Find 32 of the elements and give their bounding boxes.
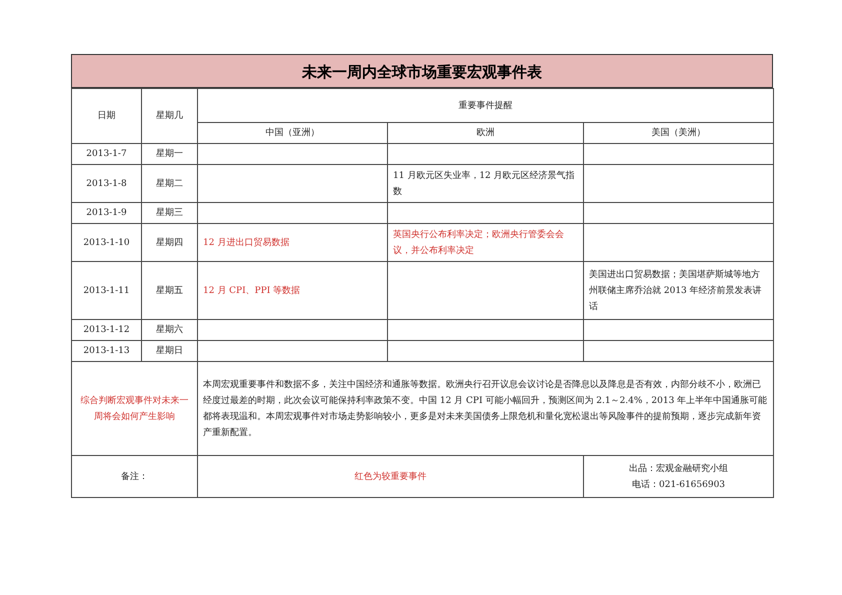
table-title: 未来一周内全球市场重要宏观事件表 bbox=[71, 54, 773, 88]
date-text: 2013-1-12 bbox=[83, 324, 130, 337]
note-text: 红色为较重要事件 bbox=[354, 470, 426, 484]
column-header: 日期 bbox=[98, 110, 116, 123]
event-text: 英国央行公布利率决定；欧洲央行管委会会议，并公布利率决定 bbox=[393, 228, 565, 258]
date-text: 2013-1-13 bbox=[83, 345, 130, 358]
weekday-text: 星期二 bbox=[156, 178, 183, 190]
weekday-text: 星期一 bbox=[156, 148, 183, 161]
event-text: 12 月进出口贸易数据 bbox=[203, 236, 290, 250]
column-header: 美国（美洲） bbox=[652, 126, 706, 140]
column-header: 欧洲 bbox=[476, 126, 494, 140]
event-text: 11 月欧元区失业率，12 月欧元区经济景气指数 bbox=[393, 170, 576, 198]
date-text: 2013-1-11 bbox=[83, 284, 130, 298]
event-text: 12 月 CPI、PPI 等数据 bbox=[203, 284, 300, 298]
column-header: 星期几 bbox=[156, 110, 183, 123]
summary-paragraph: 本周宏观重要事件和数据不多，关注中国经济和通胀等数据。欧洲央行召开议息会议讨论是否降息以及降息是否有效，内部分歧不小，欧洲已经度过最差的时期，此次会议可能保持利率政策不变。中国 12 月 CPI 可能小幅回升，预测区间为 2.1～2.4%，2013 年上半年中国通胀可能都将表现温和。本周宏观事件对市场走势影响较小，更多是对未来美国债务上限危机和量化宽松退出等风险事件的提前预期，逐步完成新年资产重新配置。 bbox=[203, 378, 768, 440]
date-text: 2013-1-10 bbox=[83, 236, 130, 250]
row-header: 备注： bbox=[121, 470, 148, 484]
date-text: 2013-1-7 bbox=[86, 148, 127, 161]
weekday-text: 星期日 bbox=[156, 344, 183, 358]
date-text: 2013-1-9 bbox=[86, 207, 127, 220]
event-text: 美国进出口贸易数据；美国堪萨斯城等地方州联储主席乔治就 2013 年经济前景发表讲话 bbox=[589, 268, 763, 314]
weekday-text: 星期五 bbox=[156, 284, 183, 298]
weekday-text: 星期三 bbox=[156, 206, 183, 220]
weekday-text: 星期六 bbox=[156, 324, 183, 337]
column-header: 中国（亚洲） bbox=[266, 126, 320, 140]
weekday-text: 星期四 bbox=[156, 236, 183, 250]
row-header: 综合判断宏观事件对未来一周将会如何产生影响 bbox=[80, 394, 190, 424]
column-header: 重要事件提醒 bbox=[458, 100, 513, 112]
phone-text: 电话：021-61656903 bbox=[632, 478, 726, 492]
credit-text: 出品：宏观金融研究小组 bbox=[629, 462, 728, 476]
date-text: 2013-1-8 bbox=[86, 178, 127, 190]
